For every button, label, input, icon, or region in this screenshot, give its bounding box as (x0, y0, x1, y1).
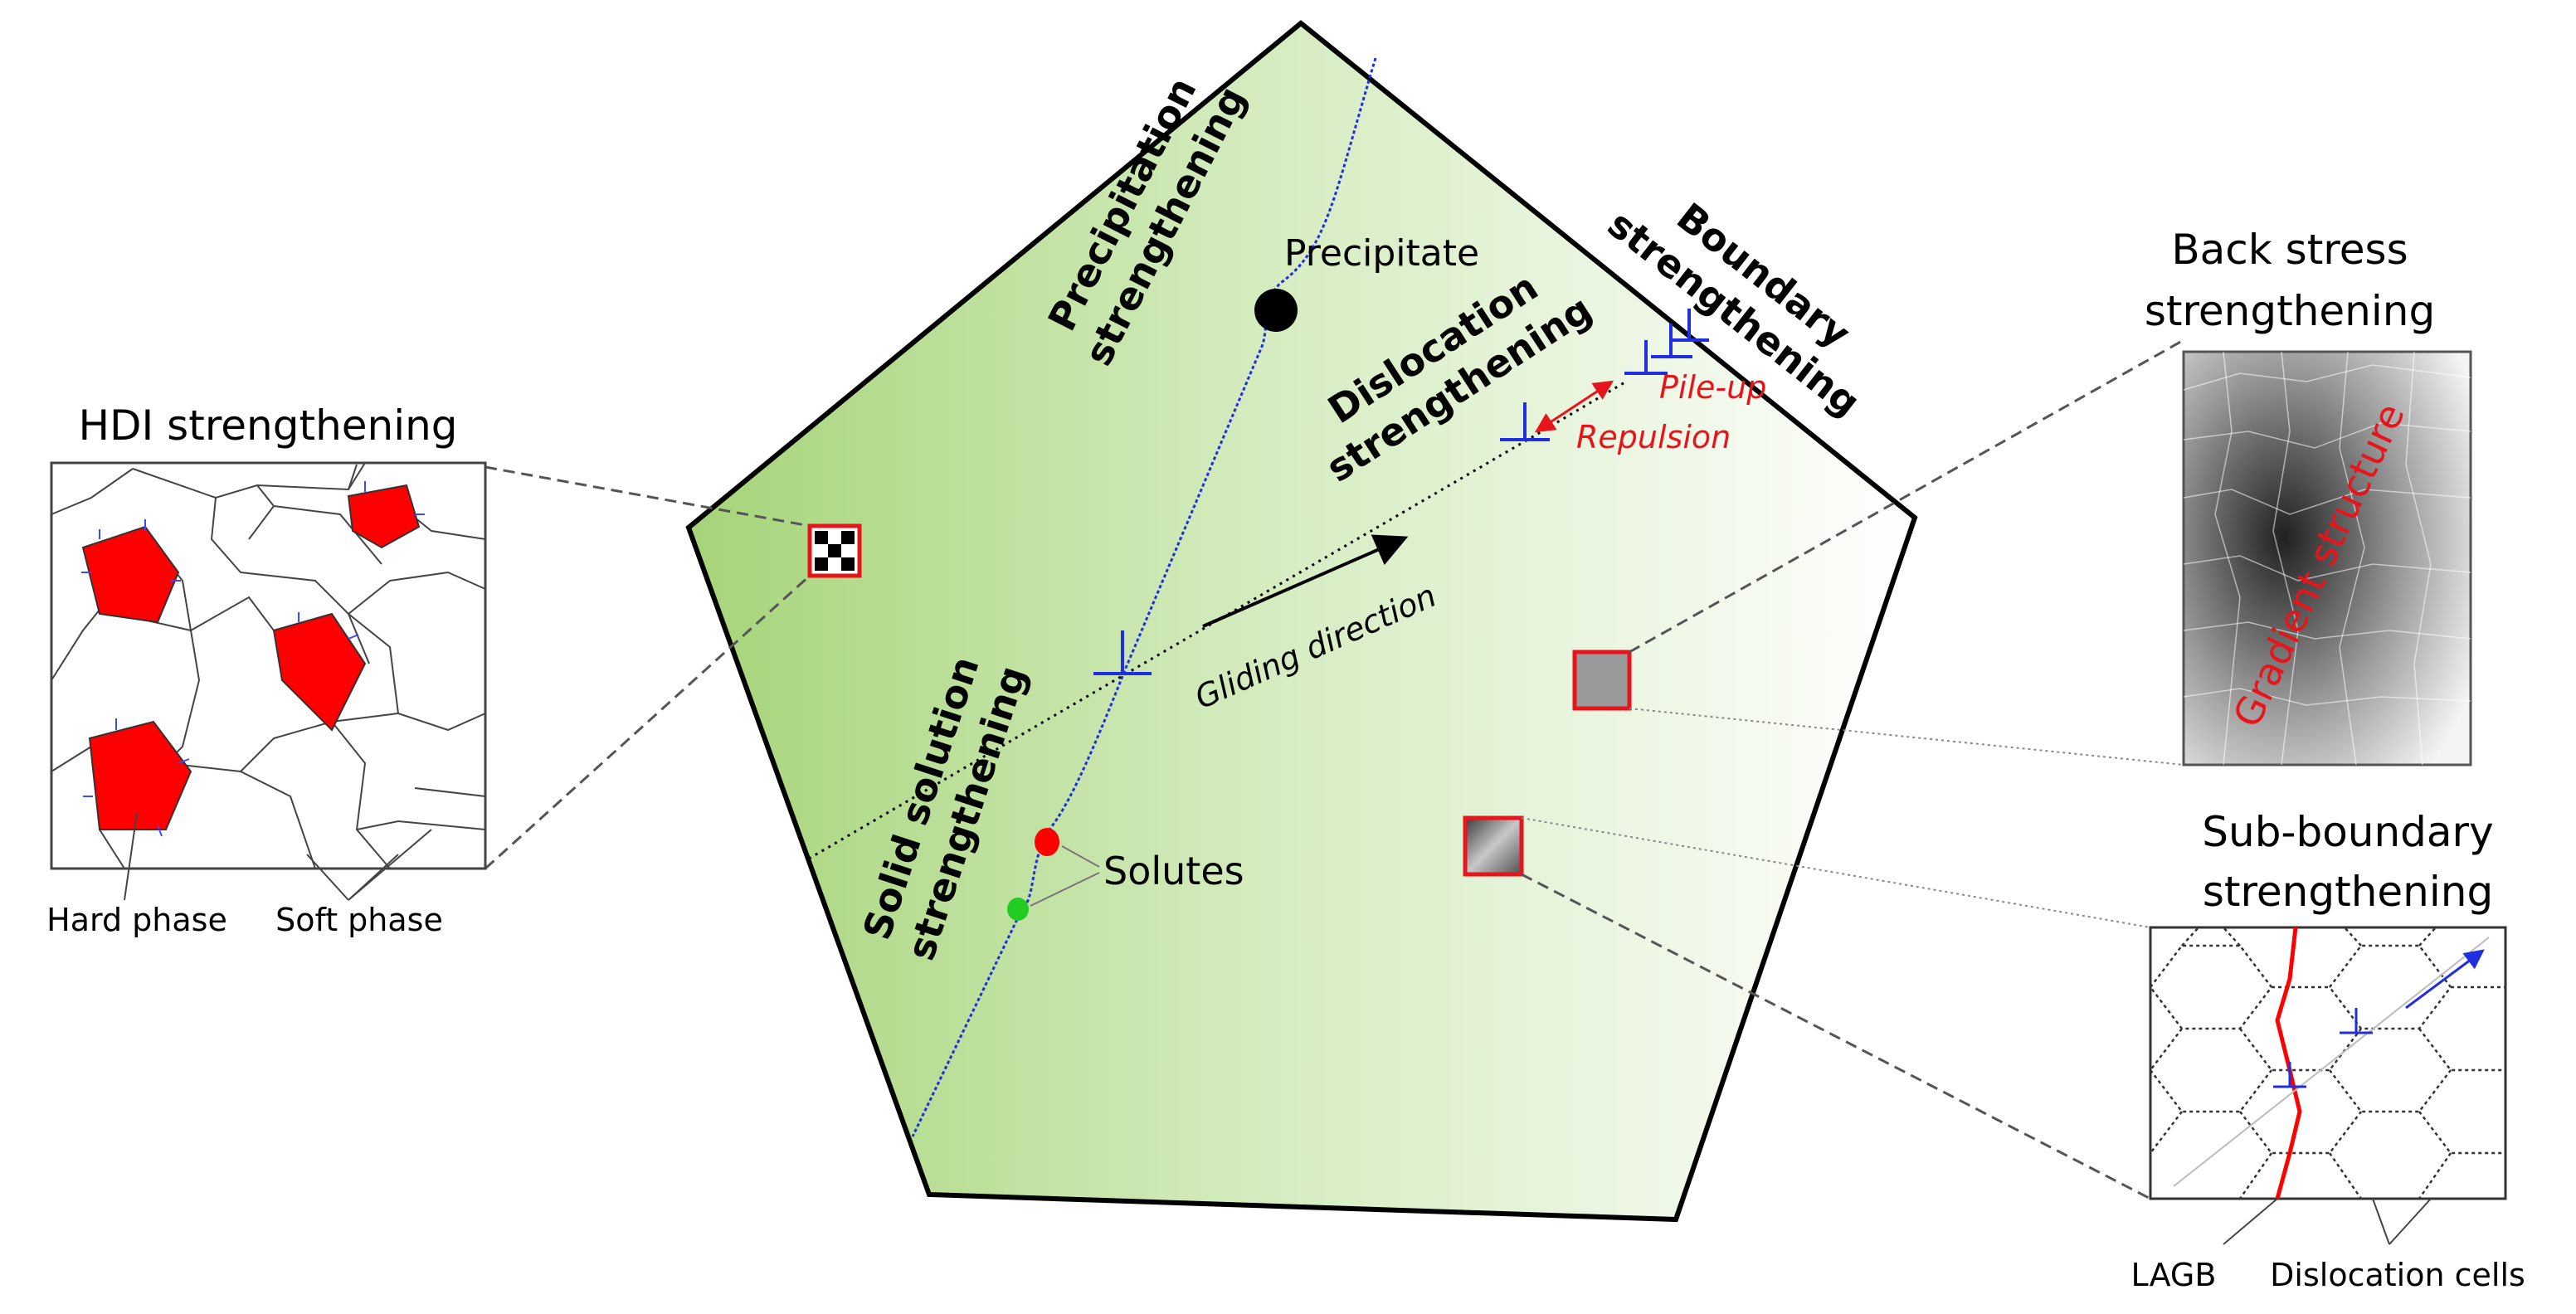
sub-glide-arrow (2405, 949, 2485, 1010)
hdi-title: HDI strengthening (78, 402, 457, 450)
repulsion-arrow (1534, 380, 1614, 433)
dislocation-symbol-pileup (1500, 309, 1709, 441)
soft-phase-leaders (306, 829, 432, 901)
dislocation-cells-leaders (2372, 1198, 2432, 1245)
hard-phase-leader (124, 812, 138, 901)
soft-phase-label: Soft phase (275, 902, 443, 938)
hdi-inset: HDI strengthening Hard phase Soft phase (46, 402, 487, 938)
gliding-direction-arrow (1202, 534, 1409, 628)
solutes-leader-1 (1061, 845, 1100, 868)
strengthening-pentagon (685, 20, 1918, 1223)
hard-grain-2 (347, 484, 421, 549)
hdi-marker (807, 523, 862, 578)
hard-phase-label: Hard phase (46, 902, 227, 938)
solutes-leader-2 (1030, 872, 1100, 907)
sub-boundary-title-2: strengthening (2203, 868, 2493, 916)
back-stress-marker (1572, 650, 1632, 711)
lagb-leader (2223, 1198, 2278, 1245)
pile-up-label: Pile-up (1659, 369, 1766, 406)
sub-boundary-title-1: Sub-boundary (2202, 808, 2493, 856)
dislocation-cells-label: Dislocation cells (2270, 1257, 2525, 1293)
back-stress-inset: Back stress strengthening Gradient struc… (2145, 226, 2472, 766)
precipitate-label: Precipitate (1284, 232, 1479, 275)
back-stress-title-2: strengthening (2145, 287, 2435, 335)
callout-lines-dotted (1521, 708, 2184, 928)
solute-red (1035, 828, 1059, 856)
precipitate-particle (1254, 289, 1298, 332)
hard-grain-4 (88, 720, 192, 830)
callout-lines (484, 338, 2184, 1200)
hard-grain-1 (81, 525, 180, 624)
hard-grain-3 (272, 612, 367, 732)
sub-glide-line (2173, 937, 2490, 1187)
dislocation-symbol-center (1093, 630, 1152, 675)
solutes-label: Solutes (1103, 849, 1244, 893)
sub-boundary-inset: Sub-boundary strengthening (2131, 808, 2525, 1293)
lagb-label: LAGB (2131, 1257, 2217, 1293)
sub-boundary-marker (1463, 815, 1524, 877)
solute-green (1007, 898, 1029, 921)
repulsion-label: Repulsion (1576, 419, 1731, 455)
back-stress-title-1: Back stress (2171, 226, 2408, 274)
